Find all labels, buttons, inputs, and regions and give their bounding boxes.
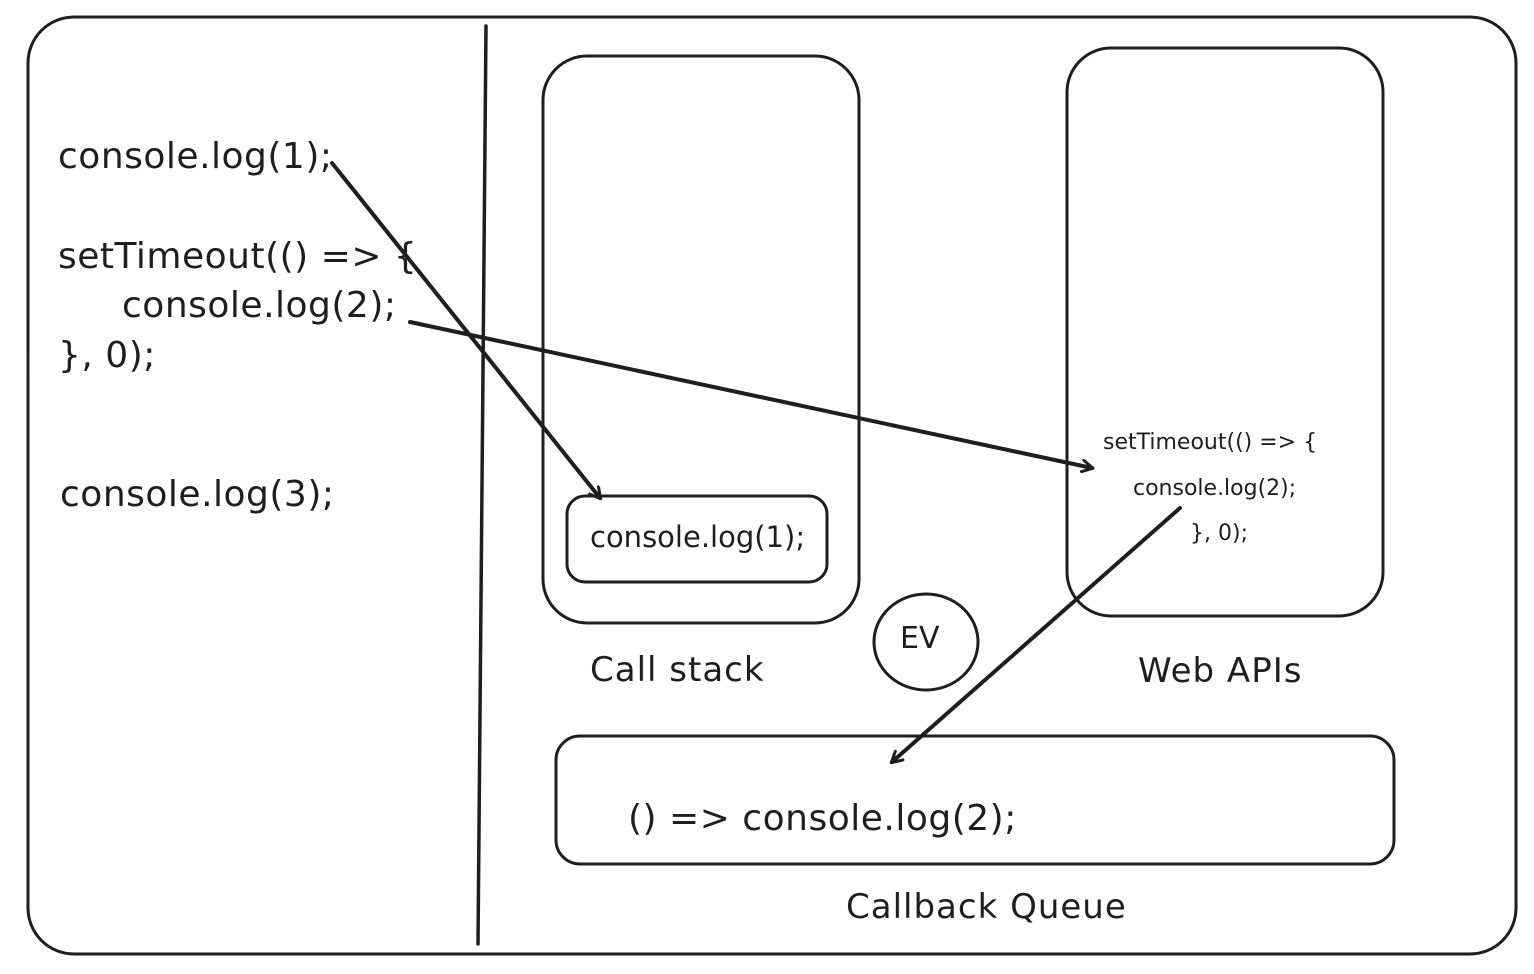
outer-frame xyxy=(26,15,1518,956)
callback-queue-box xyxy=(554,734,1396,866)
web-apis-line-2: console.log(2); xyxy=(1133,476,1297,501)
source-line-1: console.log(1); xyxy=(58,136,333,177)
web-apis-box xyxy=(1065,46,1385,618)
web-apis-line-3: }, 0); xyxy=(1190,521,1248,546)
source-line-4: }, 0); xyxy=(58,335,156,376)
arrow-to-web-apis xyxy=(408,320,1092,468)
source-line-2: setTimeout(() => { xyxy=(58,236,418,277)
call-stack-frame-box xyxy=(565,494,829,584)
web-apis-line-1: setTimeout(() => { xyxy=(1103,430,1318,455)
divider-line xyxy=(476,24,488,946)
callback-queue-label: Callback Queue xyxy=(846,887,1127,927)
source-line-5: console.log(3); xyxy=(60,474,335,515)
callback-queue-item: () => console.log(2); xyxy=(628,798,1017,839)
arrow-to-callback-queue xyxy=(892,506,1182,762)
web-apis-label: Web APIs xyxy=(1138,651,1303,691)
call-stack-label: Call stack xyxy=(590,650,765,690)
event-loop-circle xyxy=(872,592,980,692)
arrow-to-call-stack xyxy=(330,161,600,498)
source-line-3: console.log(2); xyxy=(122,285,397,326)
event-loop-label: EV xyxy=(900,621,940,656)
call-stack-box xyxy=(541,54,861,625)
call-stack-frame-text: console.log(1); xyxy=(590,520,806,554)
